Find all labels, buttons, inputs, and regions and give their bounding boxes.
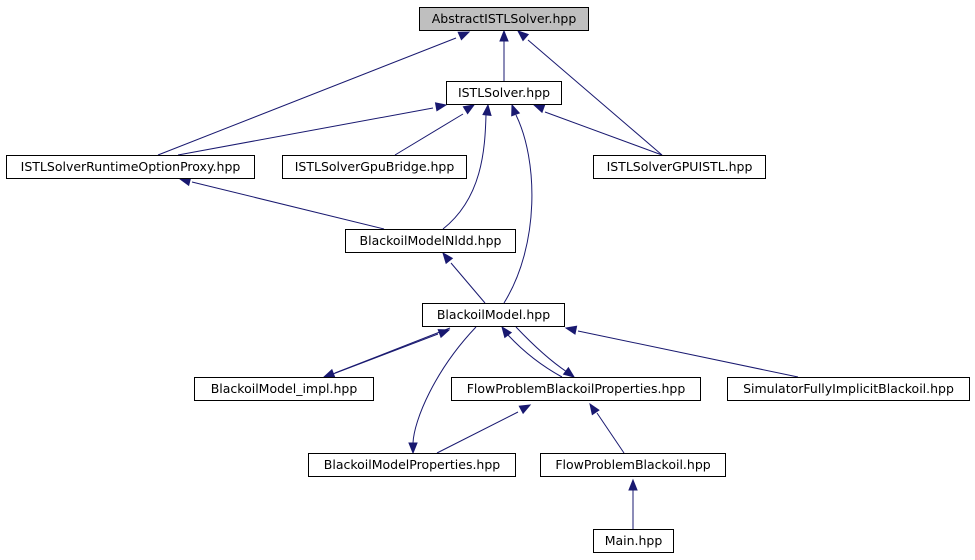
node-flow-problem-blackoil-properties[interactable]: FlowProblemBlackoilProperties.hpp xyxy=(451,377,701,401)
node-label: Main.hpp xyxy=(605,533,663,548)
edge-main-to-flowproblem xyxy=(628,478,638,529)
arrowhead-icon xyxy=(562,366,576,378)
node-simulator-fully-implicit-blackoil[interactable]: SimulatorFullyImplicitBlackoil.hpp xyxy=(727,377,970,401)
arrowhead-icon xyxy=(564,325,578,335)
edge-nldd-to-runtimeproxy xyxy=(178,176,385,230)
edge-line xyxy=(577,330,799,378)
node-label: BlackoilModelNldd.hpp xyxy=(360,233,502,248)
edge-flowprops-to-model xyxy=(501,325,563,378)
arrowhead-icon xyxy=(628,478,638,491)
edge-runtimeproxy-to-abstract xyxy=(157,31,471,156)
edge-gpuistl-to-abstract xyxy=(516,30,663,156)
node-label: SimulatorFullyImplicitBlackoil.hpp xyxy=(743,381,954,396)
node-label: AbstractISTLSolver.hpp xyxy=(432,11,577,26)
arrowhead-icon xyxy=(482,103,492,116)
node-abstract-istl-solver[interactable]: AbstractISTLSolver.hpp xyxy=(419,7,589,31)
node-istl-solver-gpuistl[interactable]: ISTLSolverGPUISTL.hpp xyxy=(593,155,766,179)
edge-line xyxy=(436,411,519,454)
edge-gpubridge-to-istlsolver xyxy=(394,104,476,156)
node-istl-solver-gpu-bridge[interactable]: ISTLSolverGpuBridge.hpp xyxy=(282,155,467,179)
node-blackoil-model[interactable]: BlackoilModel.hpp xyxy=(422,303,565,327)
edge-simulator-to-model xyxy=(564,325,799,378)
node-istl-solver[interactable]: ISTLSolver.hpp xyxy=(446,81,562,105)
edge-istlsolver-to-abstract xyxy=(499,29,509,81)
edge-line xyxy=(507,334,563,378)
edge-gpuistl-to-istlsolver xyxy=(532,104,663,156)
edge-line xyxy=(442,114,487,230)
arrowhead-icon xyxy=(462,104,476,115)
edge-modelprops-to-flowprops xyxy=(436,404,532,454)
arrowhead-icon xyxy=(442,251,454,265)
node-main[interactable]: Main.hpp xyxy=(593,529,674,553)
edge-flowproblem-to-flowprops xyxy=(589,402,625,454)
edge-line xyxy=(450,262,486,304)
edge-model-to-flowprops xyxy=(515,326,576,378)
node-label: ISTLSolverRuntimeOptionProxy.hpp xyxy=(21,159,241,174)
edge-model-to-istlsolver xyxy=(503,103,533,304)
node-blackoil-model-nldd[interactable]: BlackoilModelNldd.hpp xyxy=(345,229,516,253)
arrowhead-icon xyxy=(408,442,418,455)
arrowhead-icon xyxy=(501,325,513,339)
edge-line xyxy=(157,37,457,156)
edge-model-to-nldd xyxy=(442,251,486,304)
node-istl-solver-runtime-option-proxy[interactable]: ISTLSolverRuntimeOptionProxy.hpp xyxy=(6,155,255,179)
arrowhead-icon xyxy=(516,30,530,42)
arrowhead-icon xyxy=(518,404,532,415)
node-label: BlackoilModel.hpp xyxy=(437,307,550,322)
node-label: BlackoilModel_impl.hpp xyxy=(211,381,358,396)
arrowhead-icon xyxy=(589,402,600,416)
edge-nldd-to-istlsolver xyxy=(442,103,492,230)
arrowhead-icon xyxy=(457,31,471,41)
arrowhead-icon xyxy=(322,368,336,378)
edge-modelprops-to-model xyxy=(408,326,477,455)
node-label: FlowProblemBlackoilProperties.hpp xyxy=(467,381,686,396)
edge-model-to-modelimpl xyxy=(322,327,451,378)
edge-line xyxy=(544,111,663,156)
node-label: BlackoilModelProperties.hpp xyxy=(324,457,500,472)
edge-runtimeproxy-to-istlsolver xyxy=(177,102,448,156)
node-flow-problem-blackoil[interactable]: FlowProblemBlackoil.hpp xyxy=(540,453,726,477)
node-blackoil-model-properties[interactable]: BlackoilModelProperties.hpp xyxy=(308,453,516,477)
node-label: ISTLSolverGpuBridge.hpp xyxy=(295,159,455,174)
arrowhead-icon xyxy=(499,29,509,42)
node-label: ISTLSolver.hpp xyxy=(458,85,550,100)
edge-line xyxy=(527,39,663,156)
node-label: FlowProblemBlackoil.hpp xyxy=(555,457,710,472)
arrowhead-icon xyxy=(511,103,521,117)
edge-line xyxy=(515,326,568,373)
edges-layer xyxy=(157,29,799,529)
edge-line xyxy=(503,114,533,304)
edge-line xyxy=(191,181,385,230)
node-label: ISTLSolverGPUISTL.hpp xyxy=(607,159,753,174)
edge-line xyxy=(177,107,434,156)
edge-line xyxy=(334,327,451,374)
arrowhead-icon xyxy=(532,104,546,114)
edge-line xyxy=(412,326,477,444)
node-blackoil-model-impl[interactable]: BlackoilModel_impl.hpp xyxy=(194,377,374,401)
edge-line xyxy=(394,113,464,156)
edge-line xyxy=(596,412,625,454)
arrowhead-icon xyxy=(434,102,448,112)
